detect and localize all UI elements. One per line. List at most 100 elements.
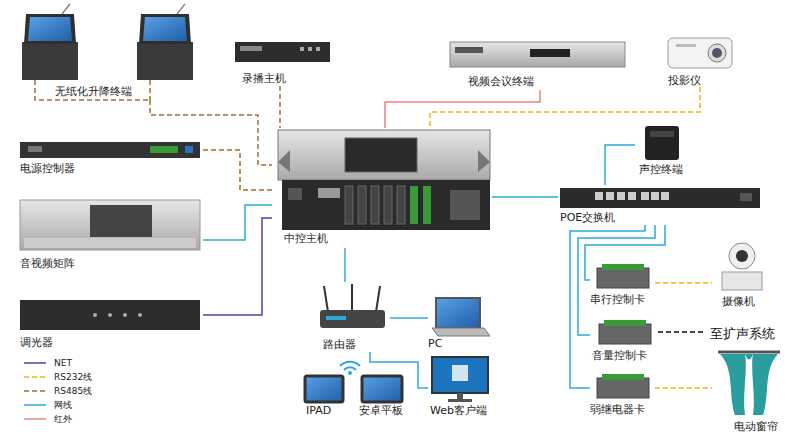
legend-text: RS485线 (54, 385, 92, 398)
device-label: 串行控制卡 (590, 293, 645, 306)
device-label: PC (428, 337, 442, 350)
laptop-art (432, 298, 490, 336)
legend-row: 网线 (22, 398, 92, 412)
cable-line (385, 90, 540, 128)
cable-line (279, 86, 281, 128)
device-label: 路由器 (323, 338, 356, 351)
device-box: 中控主机 (272, 128, 492, 248)
device-box: 安卓平板 (355, 372, 413, 417)
central-host-art-part (478, 150, 490, 172)
router-art-part (326, 316, 346, 320)
wifi-symbol-part (340, 362, 360, 366)
device-box: 电源控制器 (18, 138, 203, 178)
cable-line (655, 387, 712, 389)
cable-line (578, 225, 655, 335)
legend-line (24, 418, 46, 420)
poe-switch-art-part (661, 192, 669, 200)
dimmer-art-part (20, 300, 200, 330)
paperless-terminal-art-part (28, 17, 72, 41)
cable-line (390, 317, 428, 319)
legend-sample (22, 387, 48, 395)
device-box: 音视频矩阵 (18, 195, 203, 275)
volume-card-art-part (658, 331, 705, 333)
dimmer-art-part (108, 313, 112, 317)
av-matrix-art-part (20, 200, 200, 250)
device-label: 弱继电器卡 (590, 403, 645, 416)
legend-line (24, 362, 46, 364)
paperless-terminal-art-part (137, 42, 193, 80)
central-host-art-part (423, 186, 431, 224)
cable-line (605, 145, 635, 185)
device-box: 视频会议终端 (448, 38, 628, 90)
central-host-art (278, 130, 490, 230)
legend-row: RS485线 (22, 384, 92, 398)
device-label: Web客户端 (430, 404, 487, 417)
paperless-terminal-art (22, 4, 193, 100)
volume-card-art (599, 320, 705, 344)
serial-card-art (597, 264, 649, 288)
projector-art (668, 38, 732, 68)
device-box: 电动窗帘 (712, 345, 784, 435)
device-box: 投影仪 (660, 25, 740, 87)
projector-art-part (708, 44, 726, 62)
device-label: 电动窗帘 (734, 420, 778, 433)
volume-card-art-part (604, 320, 646, 326)
central-host-art-part (371, 186, 379, 224)
cable-line (430, 87, 700, 128)
poe-switch-art-part (606, 192, 614, 200)
device-box: POE交换机 (558, 185, 763, 225)
dimmer-art-part (93, 313, 97, 317)
device-label: 安卓平板 (359, 404, 403, 417)
poe-switch-art-part (595, 192, 603, 200)
paperless-terminal-art-part (143, 17, 187, 41)
legend-line (24, 390, 46, 392)
device-label: 声控终端 (639, 163, 683, 176)
paperless-terminal-art-part (22, 42, 78, 80)
router-art-part (324, 286, 328, 312)
power-controller-art-part (28, 146, 42, 152)
device-box: Web客户端 (428, 352, 493, 417)
camera-art (722, 243, 762, 290)
poe-switch-art-part (560, 188, 760, 208)
router-art-part (320, 310, 385, 328)
av-matrix-art-part (24, 238, 196, 248)
device-box: 调光器 (18, 296, 203, 351)
legend-sample (22, 401, 48, 409)
web-client-art-part (457, 393, 463, 399)
device-label: 电源控制器 (20, 162, 75, 175)
recorder-art-part (300, 47, 304, 51)
legend-text: 网线 (54, 399, 72, 412)
poe-switch-art-part (651, 192, 659, 200)
paperless-terminal-art-part (139, 14, 191, 44)
curtain-art-part (752, 354, 778, 415)
device-label: 音量控制卡 (592, 349, 647, 362)
power-controller-art-part (185, 146, 193, 153)
device-label: 中控主机 (284, 232, 328, 245)
video-conference-art-part (450, 42, 625, 67)
video-conference-art-part (455, 47, 483, 53)
av-matrix-art (20, 200, 200, 250)
power-controller-art-part (20, 142, 200, 158)
cable-line (344, 248, 346, 282)
legend-row: NET (22, 356, 92, 370)
recorder-art-part (235, 42, 330, 62)
device-label: 投影仪 (668, 74, 701, 87)
router-art-part (376, 286, 380, 312)
central-host-art-part (410, 186, 418, 224)
cable-line (203, 205, 272, 240)
web-client-art-part (452, 365, 468, 381)
poe-switch-art-part (628, 192, 636, 200)
cable-line (370, 352, 428, 388)
device-box: 音量控制卡 (590, 318, 658, 364)
central-host-art-part (282, 180, 490, 230)
cable-line (203, 150, 272, 190)
curtain-art-part (745, 354, 753, 360)
legend-row: 红外 (22, 412, 92, 426)
projector-art-part (712, 48, 722, 58)
serial-card-art-part (602, 264, 644, 270)
device-box: IPAD (300, 372, 350, 417)
device-label: 音视频矩阵 (20, 257, 75, 270)
central-host-art-part (345, 186, 353, 224)
